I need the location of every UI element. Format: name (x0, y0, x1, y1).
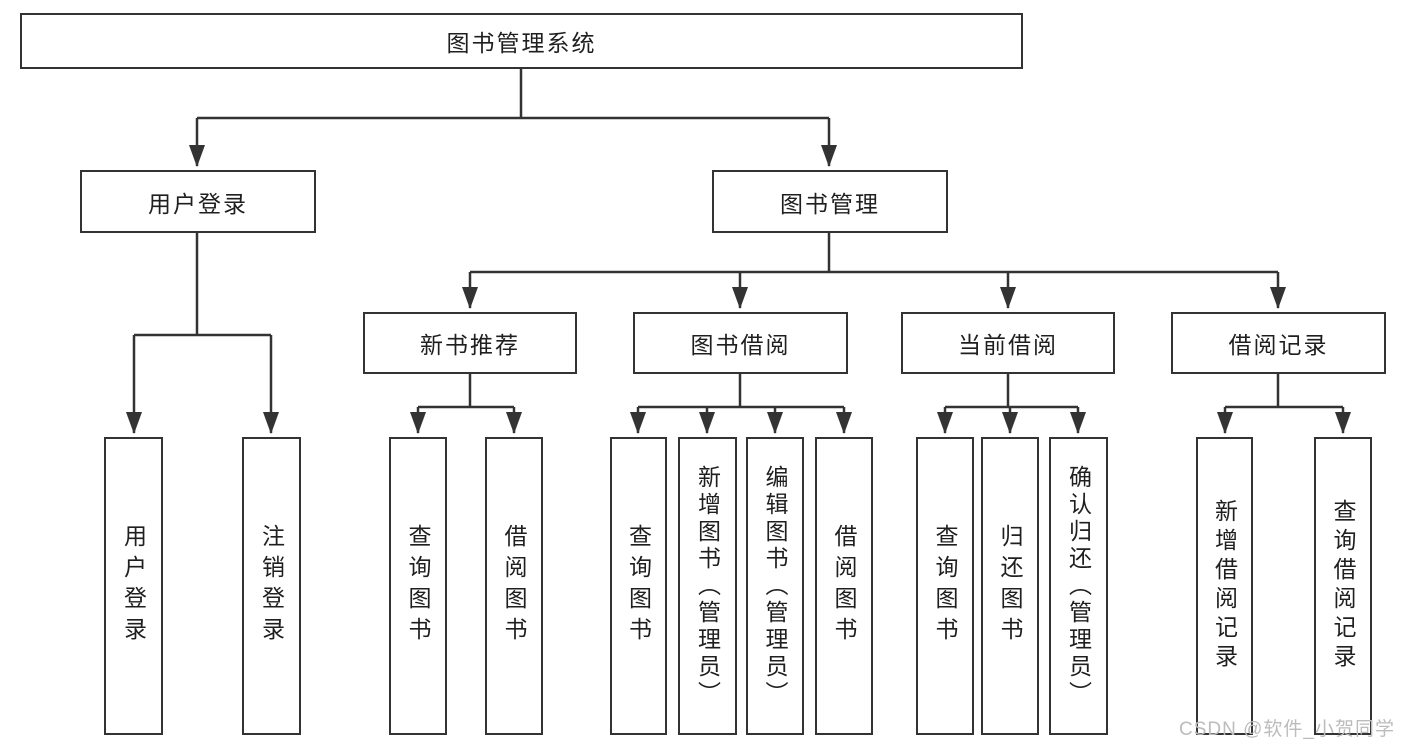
connector-records-to-leaves (1217, 374, 1351, 434)
leaf-borrow-book-label: 借阅图书 (831, 524, 857, 648)
node-user-login: 用户登录 (80, 170, 316, 233)
connector-newbook-to-leaves (410, 374, 522, 434)
connector-current-to-leaves (937, 374, 1086, 434)
node-borrow-records-label: 借阅记录 (1228, 332, 1329, 358)
leaf-logout: 注销登录 (242, 437, 301, 735)
leaf-add-book-admin: 新增图书（管理员） (678, 437, 737, 735)
node-book-manage-label: 图书管理 (780, 190, 880, 217)
node-current-borrow-label: 当前借阅 (958, 332, 1058, 358)
leaf-newbook-query-label: 查询图书 (405, 524, 431, 648)
node-new-book-recommend: 新书推荐 (363, 312, 577, 374)
node-user-login-label: 用户登录 (148, 190, 248, 217)
csdn-watermark: CSDN @软件_小贺同学 (1179, 719, 1395, 740)
leaf-confirm-return-admin-label: 确认归还（管理员） (1065, 464, 1092, 708)
node-current-borrow: 当前借阅 (901, 312, 1115, 374)
leaf-add-book-admin-label: 新增图书（管理员） (694, 464, 721, 708)
node-book-borrow: 图书借阅 (633, 312, 848, 374)
leaf-query-borrow-record-label: 查询借阅记录 (1330, 499, 1356, 673)
connector-root-to-level2 (189, 69, 837, 167)
leaf-borrow-query-label: 查询图书 (625, 524, 652, 648)
leaf-current-query-label: 查询图书 (932, 524, 958, 648)
leaf-add-borrow-record-label: 新增借阅记录 (1211, 499, 1238, 673)
leaf-borrow-book: 借阅图书 (815, 437, 873, 735)
leaf-return-book: 归还图书 (981, 437, 1039, 735)
leaf-user-login-label: 用户登录 (120, 524, 147, 648)
leaf-query-borrow-record: 查询借阅记录 (1314, 437, 1372, 735)
leaf-current-query: 查询图书 (916, 437, 974, 735)
leaf-return-book-label: 归还图书 (997, 524, 1023, 648)
connector-login-to-leaves (126, 233, 279, 434)
leaf-user-login: 用户登录 (104, 437, 163, 735)
connector-manage-to-level3 (462, 233, 1286, 309)
leaf-newbook-query: 查询图书 (389, 437, 447, 735)
leaf-newbook-borrow: 借阅图书 (485, 437, 543, 735)
leaf-add-borrow-record: 新增借阅记录 (1196, 437, 1253, 735)
leaf-edit-book-admin: 编辑图书（管理员） (746, 437, 804, 735)
connector-borrow-to-leaves (630, 374, 852, 434)
leaf-logout-label: 注销登录 (258, 524, 285, 648)
leaf-borrow-query: 查询图书 (610, 437, 667, 735)
node-book-borrow-label: 图书借阅 (690, 332, 791, 358)
node-book-manage: 图书管理 (712, 170, 948, 233)
node-root-system-label: 图书管理系统 (446, 30, 597, 56)
node-new-book-recommend-label: 新书推荐 (420, 332, 520, 358)
node-root-system: 图书管理系统 (20, 13, 1023, 69)
leaf-newbook-borrow-label: 借阅图书 (501, 524, 527, 648)
node-borrow-records: 借阅记录 (1171, 312, 1386, 374)
leaf-confirm-return-admin: 确认归还（管理员） (1049, 437, 1108, 735)
leaf-edit-book-admin-label: 编辑图书（管理员） (762, 464, 788, 708)
